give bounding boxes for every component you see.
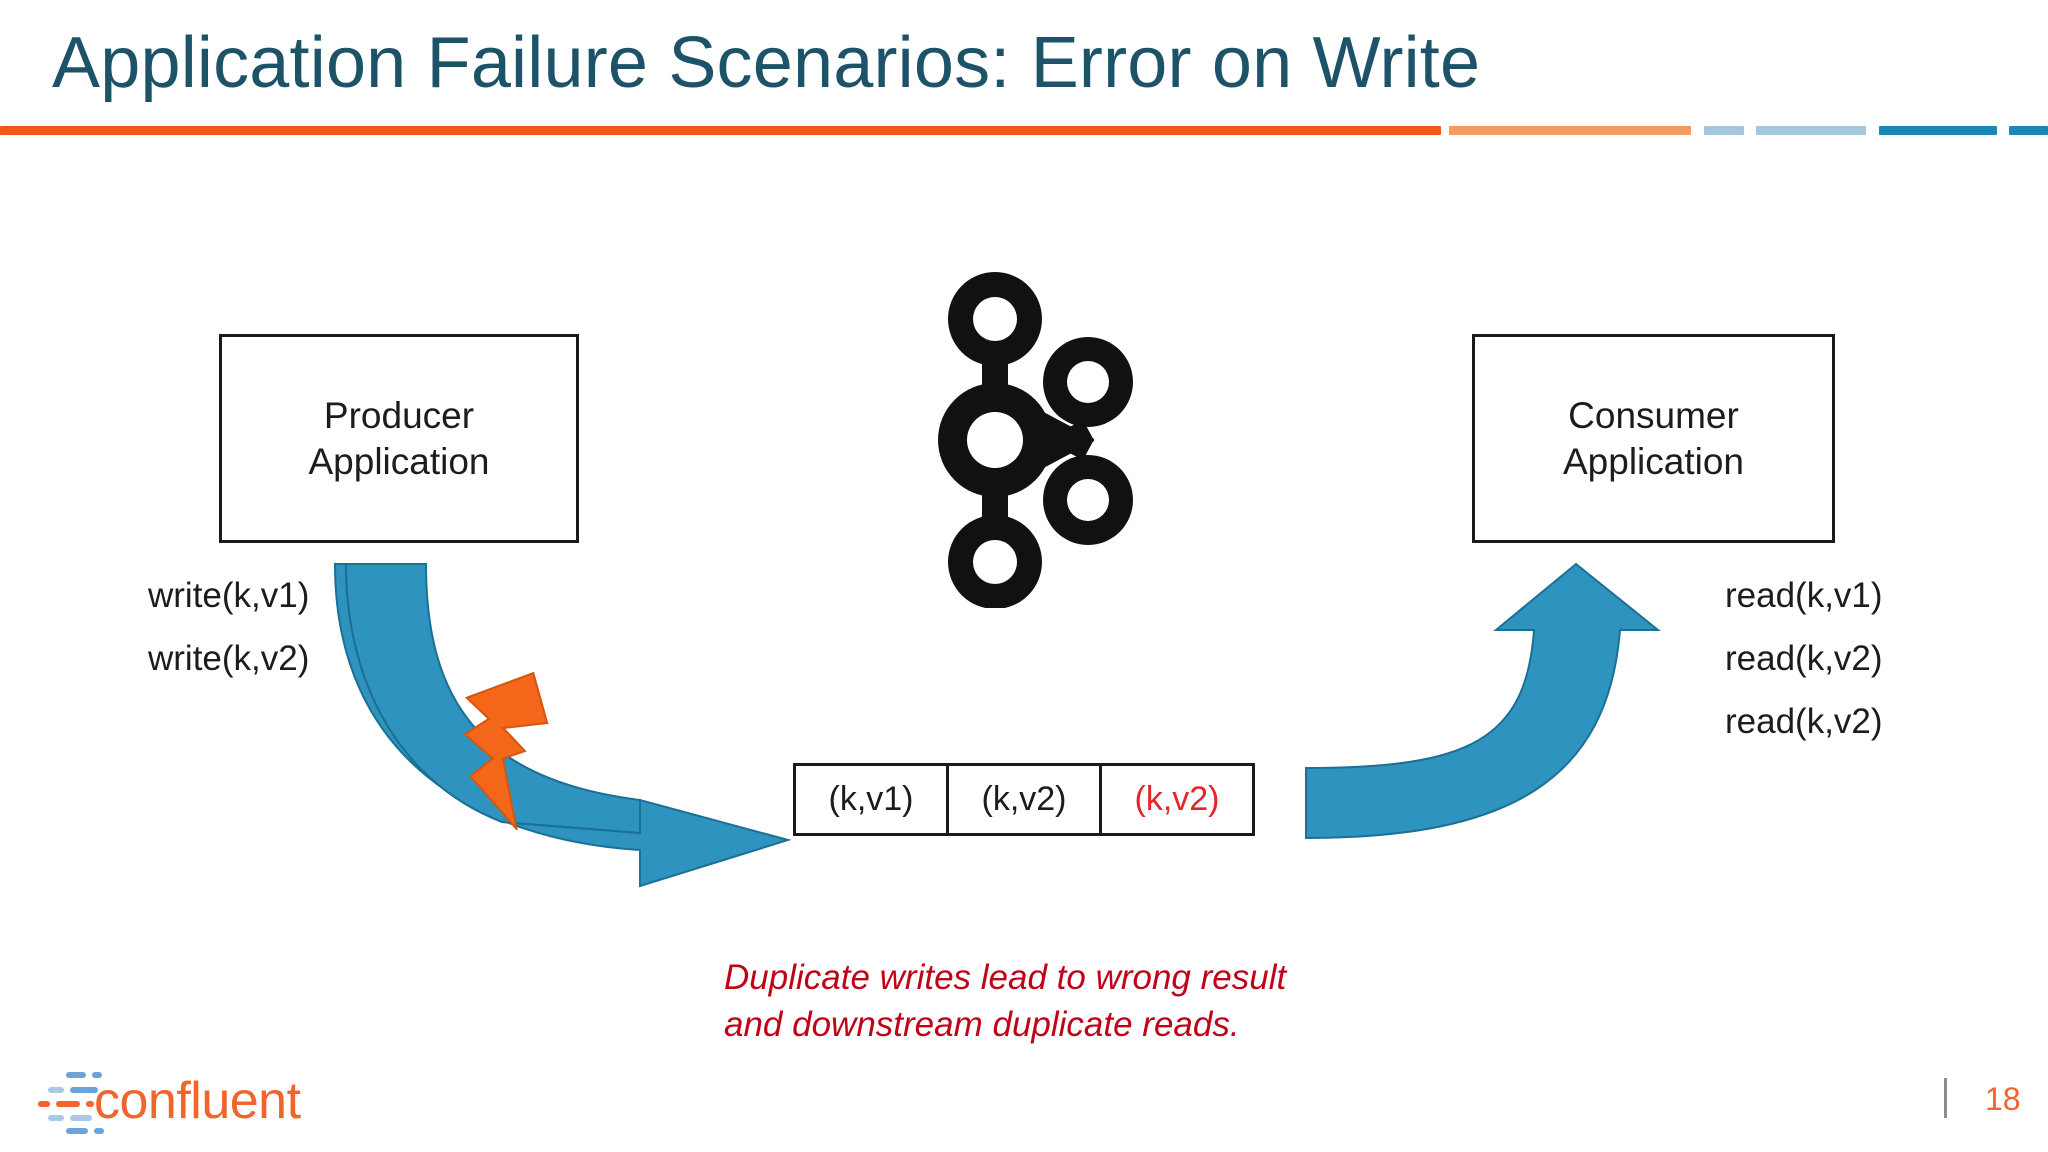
confluent-logo-mark-icon [38, 1072, 104, 1134]
write-op-label-1: write(k,v1) [148, 576, 310, 615]
partition-record-list: (k,v1) (k,v2) (k,v2) [793, 763, 1255, 836]
title-divider-bar [0, 126, 2048, 136]
page-title: Application Failure Scenarios: Error on … [52, 23, 1481, 103]
confluent-wordmark: confluent [94, 1072, 301, 1130]
read-op-label-1: read(k,v1) [1725, 576, 1883, 615]
partition-cell: (k,v2) [946, 763, 1102, 836]
curved-write-arrow-icon [333, 563, 792, 888]
consumer-application-box: Consumer Application [1472, 334, 1835, 543]
divider-segment-dark-blue-short [2009, 126, 2048, 135]
divider-segment-solid-orange [0, 126, 1441, 135]
producer-application-label: Producer Application [308, 395, 490, 482]
divider-segment-light-blue-long [1756, 126, 1866, 135]
failure-caption: Duplicate writes lead to wrong result an… [724, 958, 1287, 1044]
read-op-label-3: read(k,v2) [1725, 702, 1883, 741]
partition-cell-duplicate: (k,v2) [1099, 763, 1255, 836]
consumer-application-label: Consumer Application [1562, 395, 1744, 482]
divider-segment-light-orange [1449, 126, 1691, 135]
write-op-label-2: write(k,v2) [148, 639, 310, 678]
partition-cell: (k,v1) [793, 763, 949, 836]
page-number-separator [1944, 1078, 1947, 1118]
read-op-label-2: read(k,v2) [1725, 639, 1883, 678]
divider-segment-dark-blue-long [1879, 126, 1997, 135]
lightning-bolt-icon [463, 671, 549, 830]
producer-application-box: Producer Application [219, 334, 579, 543]
apache-kafka-logo-icon [938, 272, 1133, 608]
divider-segment-light-blue-short [1704, 126, 1744, 135]
page-number: 18 [1985, 1081, 2021, 1117]
curved-read-arrow-icon [1305, 562, 1661, 840]
